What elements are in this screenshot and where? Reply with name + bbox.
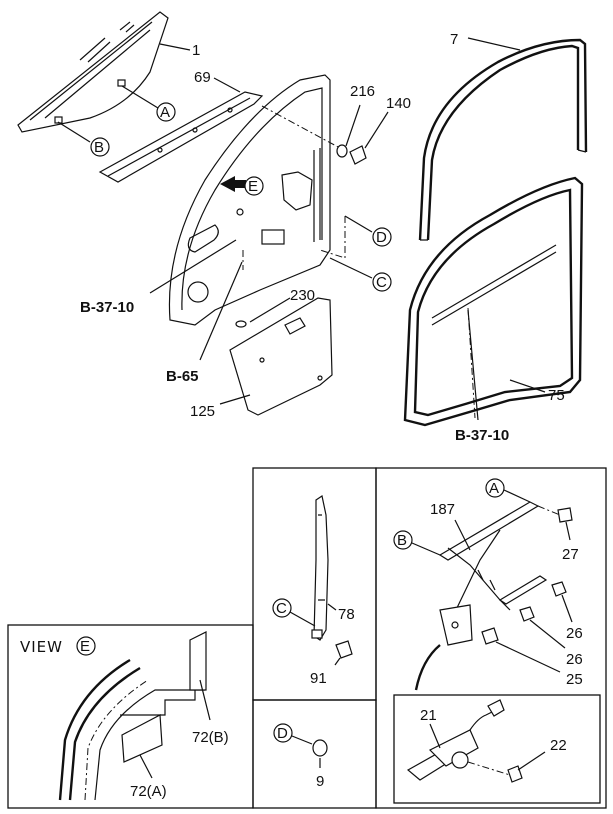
weatherstrip-top (418, 38, 588, 241)
label-75: 75 (548, 387, 565, 404)
door-glass (17, 11, 169, 133)
run-channel (311, 495, 329, 641)
callout-a2-circle (485, 478, 505, 498)
label-78: 78 (338, 606, 355, 623)
label-7: 7 (450, 31, 458, 48)
callout-c2-circle (272, 598, 292, 618)
callout-c-box: C (276, 600, 287, 617)
label-27: 27 (562, 546, 579, 563)
view-e-box (7, 624, 254, 809)
label-22: 22 (550, 737, 567, 754)
callout-e-circle (244, 176, 264, 196)
label-72a: 72(A) (130, 783, 167, 800)
label-21: 21 (420, 707, 437, 724)
regulator-motor (406, 699, 505, 781)
ref-b37-left: B-37-10 (80, 299, 134, 316)
label-26b: 26 (566, 651, 583, 668)
callout-a-top: A (160, 104, 170, 121)
callout-c: C (376, 274, 387, 291)
callout-d2-circle (273, 723, 293, 743)
callout-a-box: A (489, 480, 499, 497)
regulator-box (375, 467, 607, 809)
view-e-drawing (58, 631, 207, 801)
channel-box (252, 467, 377, 701)
callout-b-top: B (94, 139, 104, 156)
sealing-sheet (229, 297, 333, 416)
ref-b37-right: B-37-10 (455, 427, 509, 444)
callout-c-circle (372, 272, 392, 292)
callout-e: E (248, 178, 258, 195)
callout-a-circle (156, 102, 176, 122)
motor-box (393, 694, 601, 804)
callout-d: D (376, 229, 387, 246)
label-91: 91 (310, 670, 327, 687)
label-26a: 26 (566, 625, 583, 642)
callout-d-circle (372, 227, 392, 247)
view-e-letter: E (80, 638, 90, 655)
arrow-e-icon (220, 176, 246, 192)
callout-d-box: D (277, 725, 288, 742)
label-25: 25 (566, 671, 583, 688)
stopper-part (312, 739, 328, 757)
label-230: 230 (290, 287, 315, 304)
label-216: 216 (350, 83, 375, 100)
door-panel (168, 74, 331, 326)
ref-b65: B-65 (166, 368, 199, 385)
label-69: 69 (194, 69, 211, 86)
label-125: 125 (190, 403, 215, 420)
label-72b: 72(B) (192, 729, 229, 746)
view-e-circle (76, 636, 96, 656)
stopper-box (252, 699, 377, 809)
view-title: VIEW (20, 638, 63, 656)
label-140: 140 (386, 95, 411, 112)
callout-b-box: B (397, 532, 407, 549)
outer-strip (98, 91, 264, 183)
callout-b-circle (90, 137, 110, 157)
label-187: 187 (430, 501, 455, 518)
label-9: 9 (316, 773, 324, 790)
window-regulator (438, 501, 548, 646)
callout-b2-circle (393, 530, 413, 550)
label-1: 1 (192, 42, 200, 59)
